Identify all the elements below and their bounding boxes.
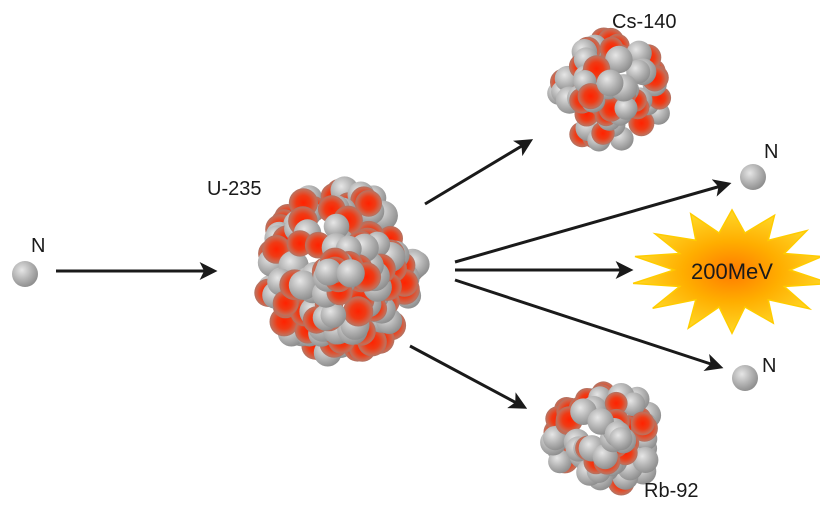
rubidium-nucleus: [540, 381, 662, 496]
incoming-neutron-label: N: [31, 235, 45, 257]
incoming-neutron: [12, 261, 38, 287]
neutron: [288, 270, 319, 300]
cesium-label: Cs-140: [612, 11, 676, 33]
arrow-to-neutron-top: [454, 179, 732, 264]
cesium-nucleus: [547, 27, 672, 152]
proton: [343, 296, 374, 327]
arrows: [56, 139, 732, 409]
arrow-to-cesium: [424, 139, 534, 206]
neutron: [614, 96, 638, 120]
neutron: [320, 302, 347, 328]
neutron: [605, 45, 633, 74]
neutron: [548, 449, 572, 474]
outgoing-neutron-top: [740, 164, 766, 190]
rubidium-label: Rb-92: [644, 480, 698, 502]
neutron: [323, 213, 350, 240]
proton: [577, 83, 604, 110]
outgoing-neutron-top-label: N: [764, 141, 778, 163]
uranium-label: U-235: [207, 178, 261, 200]
uranium-nucleus: [254, 176, 430, 367]
proton: [630, 411, 655, 436]
neutron: [315, 258, 342, 286]
energy-burst: [632, 208, 820, 336]
outgoing-neutron-bottom-label: N: [762, 355, 776, 377]
neutron: [632, 447, 659, 473]
arrow-to-neutron-bottom: [454, 278, 724, 372]
arrow-to-rubidium: [409, 344, 528, 409]
neutron: [596, 69, 624, 97]
proton: [355, 190, 382, 217]
neutron: [609, 427, 633, 451]
proton: [604, 391, 628, 415]
energy-label: 200MeV: [691, 259, 773, 284]
outgoing-neutron-bottom: [732, 365, 758, 391]
neutron: [621, 392, 646, 417]
neutron: [336, 259, 365, 288]
